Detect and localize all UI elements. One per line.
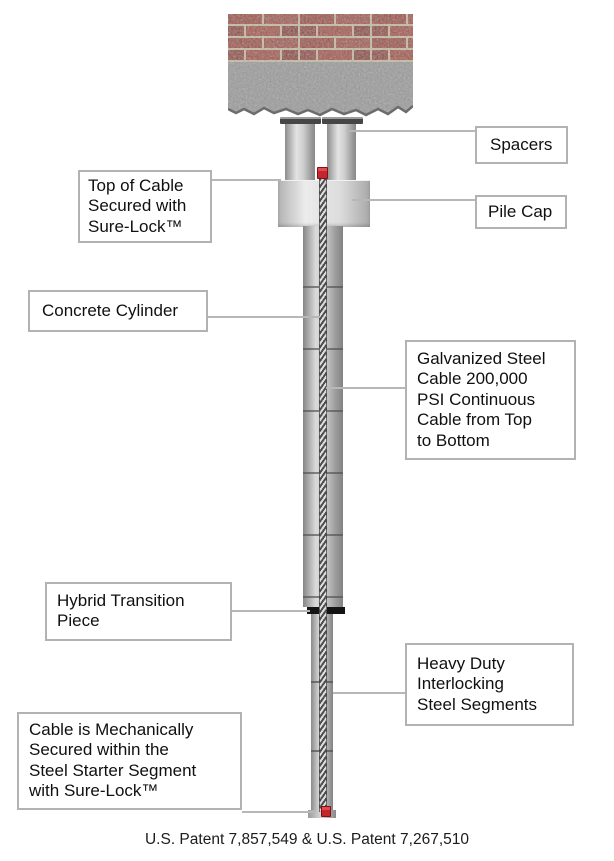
- spacer-plate-left: [280, 117, 321, 124]
- brick-wall: [228, 14, 413, 62]
- callout-heavy-duty: Heavy Duty Interlocking Steel Segments: [405, 643, 574, 727]
- leader-line-concrete-cylinder: [208, 316, 320, 318]
- callout-line: Steel Starter Segment: [29, 760, 197, 780]
- callout-line: Galvanized Steel: [417, 349, 546, 368]
- callout-line: PSI Continuous: [417, 389, 536, 409]
- callout-line: Hybrid Transition: [57, 591, 185, 610]
- spacer-plate-right: [322, 117, 363, 124]
- callout-line: Piece: [57, 611, 100, 631]
- sure-lock-top: [317, 167, 328, 179]
- callout-line: Secured with: [88, 196, 187, 216]
- callout-line: Cable is Mechanically: [29, 720, 194, 739]
- callout-line: Sure-Lock™: [88, 216, 183, 236]
- spacer-cylinder-left: [285, 124, 315, 180]
- callout-label: Spacers: [490, 135, 553, 154]
- leader-line-galvanized-cable: [326, 387, 405, 389]
- callout-hybrid-transition: Hybrid Transition Piece: [45, 582, 232, 641]
- spacer-cylinder-right: [327, 124, 356, 180]
- callout-pile-cap: Pile Cap: [475, 195, 567, 230]
- callout-line: with Sure-Lock™: [29, 781, 159, 801]
- callout-concrete-cylinder: Concrete Cylinder: [28, 290, 208, 333]
- callout-cable-secured: Cable is Mechanically Secured within the…: [17, 712, 242, 810]
- callout-spacers: Spacers: [475, 126, 568, 165]
- leader-line-pile-cap: [352, 199, 475, 201]
- callout-label: Pile Cap: [488, 202, 553, 221]
- callout-label: Concrete Cylinder: [42, 301, 179, 320]
- leader-line-spacers: [346, 130, 475, 132]
- galvanized-steel-cable: [319, 178, 327, 812]
- leader-line-hybrid-transition: [232, 610, 310, 612]
- concrete-footing: [228, 62, 413, 117]
- callout-line: Heavy Duty: [417, 654, 505, 673]
- callout-line: Cable from Top: [417, 410, 532, 430]
- callout-line: Top of Cable: [88, 176, 184, 195]
- callout-line: Secured within the: [29, 740, 169, 760]
- callout-line: Cable 200,000: [417, 369, 528, 389]
- leader-line-heavy-duty: [333, 692, 405, 694]
- callout-line: Interlocking: [417, 674, 504, 694]
- callout-line: Steel Segments: [417, 694, 538, 714]
- leader-line-top-of-cable: [211, 179, 281, 181]
- callout-line: to Bottom: [417, 430, 490, 450]
- leader-line-cable-secured: [242, 811, 316, 813]
- callout-top-of-cable: Top of Cable Secured with Sure-Lock™: [78, 170, 212, 244]
- callout-galvanized-cable: Galvanized Steel Cable 200,000 PSI Conti…: [405, 340, 576, 460]
- foundation-masonry: [228, 14, 413, 117]
- sure-lock-bottom: [321, 806, 331, 817]
- patent-text: U.S. Patent 7,857,549 & U.S. Patent 7,26…: [144, 831, 469, 848]
